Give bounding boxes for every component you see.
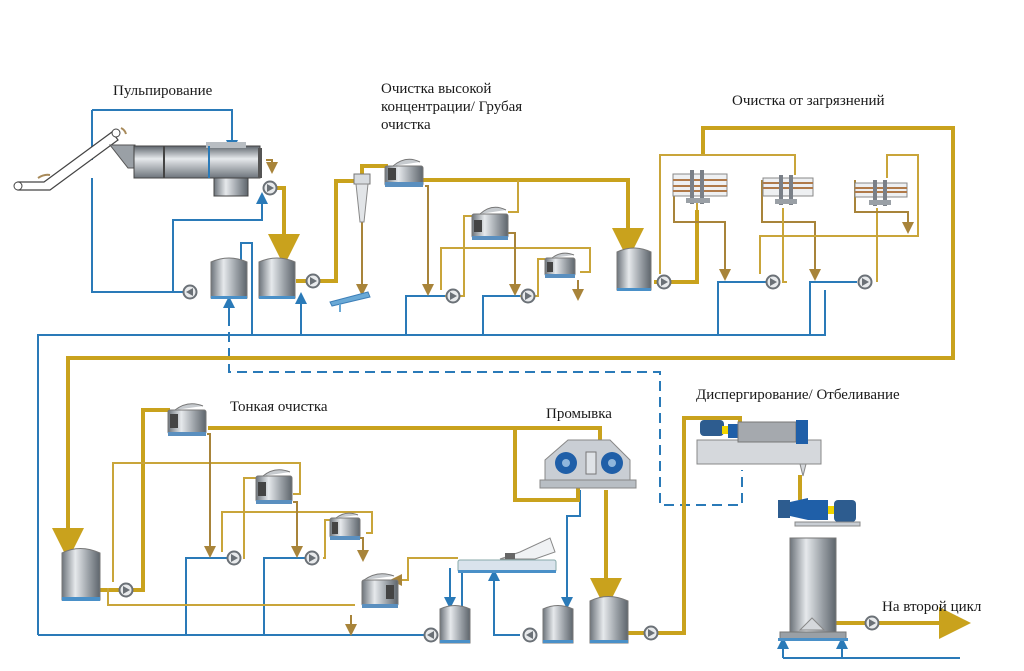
twin-wire-washer-icon [539,439,637,489]
pump-icon [226,550,242,566]
disperger-icon [696,420,822,477]
tank-icon [589,596,629,644]
cleaner-bank-icon [672,170,728,204]
pressure-screen-icon [471,206,509,240]
pump-icon [857,274,873,290]
tank-icon [439,605,471,644]
pump-icon [656,274,672,290]
stage-label-dispersing-bleaching: Диспергирование/ Отбеливание [696,387,900,403]
secondary-lines [107,154,919,636]
tank-icon [210,257,248,299]
pumps [118,180,880,643]
cleaner-bank-icon [762,175,814,205]
pump-icon [118,582,134,598]
drum-pulper-icon [108,142,262,197]
pump-icon [423,627,439,643]
stage-label-fine-cleaning: Тонкая очистка [230,399,328,415]
pump-icon [765,274,781,290]
pressure-screen-icon [544,252,576,278]
stage-label-washing: Промывка [546,406,612,422]
water-lines [37,109,960,659]
pump-icon [305,273,321,289]
pump-icon [304,550,320,566]
pump-icon [182,284,198,300]
bleach-tower-icon [778,498,861,641]
pump-icon [522,627,538,643]
stage-label-hc-cleaning: Очистка высокой концентрации/ Грубая очи… [381,81,523,133]
stage-label-pulping: Пульпирование [113,83,213,99]
tank-icon [616,247,652,291]
cleaner-bank-icon [854,180,908,206]
cyclone-cleaner-icon [329,173,371,312]
stage-label-contaminant-removal: Очистка от загрязнений [732,93,885,109]
pressure-screen-icon [384,158,424,187]
pump-icon [520,288,536,304]
pump-icon [643,625,659,641]
pump-icon [445,288,461,304]
pressure-screen-icon [255,469,293,504]
flotation-cell-icon [457,537,557,573]
pressure-screen-icon [167,403,207,436]
tank-icon [542,605,574,644]
tank-icon [61,548,101,601]
pump-icon [262,180,278,196]
conveyor-icon [13,127,127,191]
pump-icon [864,615,880,631]
tank-icon [258,257,296,299]
outlet-label: На второй цикл [882,599,982,615]
pressure-screen-icon [361,573,399,608]
pressure-screen-icon [329,512,361,540]
